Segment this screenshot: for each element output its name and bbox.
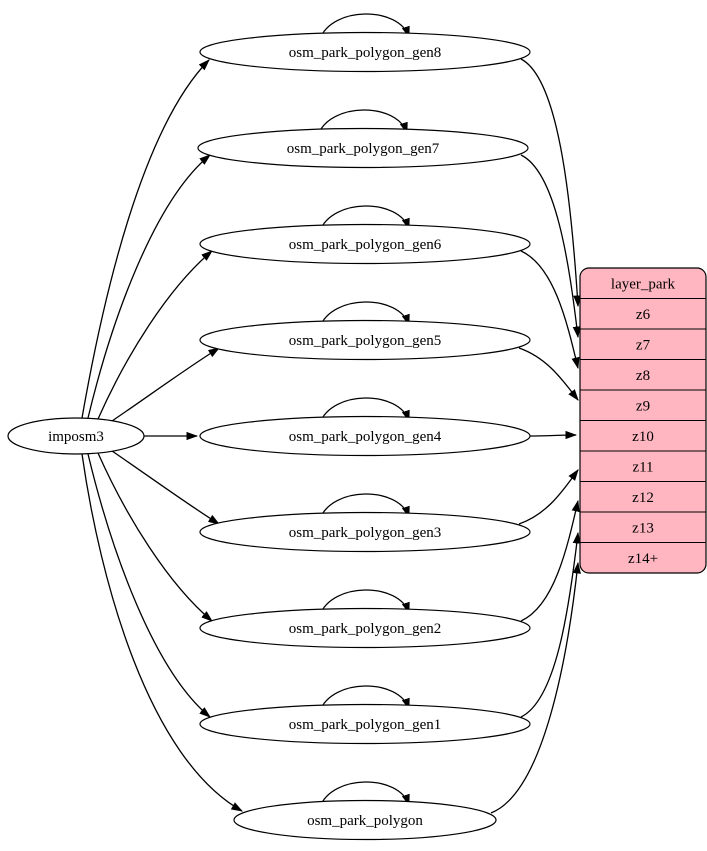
layer-table-layer_park: layer_park z6 z7 z8 z9 z10 z11 z12 z13 z14+	[579, 267, 707, 574]
edges-layer	[81, 13, 582, 814]
node-osm_park_polygon_gen7: osm_park_polygon_gen7	[197, 127, 529, 169]
node-label-osm_park_polygon_gen7: osm_park_polygon_gen7	[287, 141, 440, 157]
node-osm_park_polygon_gen1: osm_park_polygon_gen1	[199, 703, 531, 745]
node-label-osm_park_polygon: osm_park_polygon	[307, 813, 423, 829]
edge-osm_park_polygon_gen7-to-z7	[520, 154, 581, 339]
self-loop-osm_park_polygon_gen3	[319, 493, 410, 520]
node-label-osm_park_polygon_gen3: osm_park_polygon_gen3	[289, 525, 441, 541]
edge-imposm3-to-osm_park_polygon	[81, 453, 244, 812]
edge-osm_park_polygon_gen2-to-z12	[520, 499, 580, 622]
node-shape-osm_park_polygon_gen8	[199, 31, 531, 73]
node-osm_park_polygon: osm_park_polygon	[233, 799, 497, 841]
edge-imposm3-to-osm_park_polygon_gen1	[87, 453, 211, 718]
self-loop-osm_park_polygon_gen7	[317, 109, 408, 136]
edge-imposm3-to-osm_park_polygon_gen3	[111, 450, 220, 525]
layer-row-z9: z9	[636, 398, 650, 414]
edge-osm_park_polygon_gen6-to-z8	[520, 250, 580, 370]
self-loop-osm_park_polygon_gen8	[319, 13, 410, 40]
node-shape-osm_park_polygon_gen7	[197, 127, 529, 169]
node-osm_park_polygon_gen2: osm_park_polygon_gen2	[199, 607, 531, 649]
edge-osm_park_polygon_gen3-to-z11	[518, 469, 579, 525]
edge-imposm3-to-osm_park_polygon_gen5	[111, 347, 220, 422]
self-loop-osm_park_polygon_gen2	[319, 589, 410, 616]
edge-imposm3-to-osm_park_polygon_gen7	[87, 154, 211, 419]
self-loop-osm_park_polygon_gen6	[319, 205, 410, 232]
layer-row-z10: z10	[632, 429, 654, 445]
layer-row-z8: z8	[636, 368, 650, 384]
node-label-osm_park_polygon_gen2: osm_park_polygon_gen2	[289, 621, 441, 637]
node-label-osm_park_polygon_gen8: osm_park_polygon_gen8	[289, 45, 441, 61]
layer-row-z7: z7	[636, 337, 651, 353]
node-label-osm_park_polygon_gen6: osm_park_polygon_gen6	[289, 237, 442, 253]
self-loop-osm_park_polygon_gen1	[319, 685, 410, 712]
edge-osm_park_polygon_gen8-to-z6	[520, 58, 582, 308]
node-shape-osm_park_polygon_gen6	[199, 223, 531, 265]
node-label-osm_park_polygon_gen4: osm_park_polygon_gen4	[289, 429, 442, 445]
node-shape-imposm3	[7, 417, 145, 455]
edge-osm_park_polygon_gen4-to-z10	[529, 430, 578, 440]
edge-osm_park_polygon_gen5-to-z9	[518, 347, 579, 401]
layer-row-z12: z12	[632, 490, 654, 506]
node-shape-osm_park_polygon_gen4	[199, 415, 531, 457]
node-label-osm_park_polygon_gen5: osm_park_polygon_gen5	[289, 333, 441, 349]
edge-imposm3-to-osm_park_polygon_gen8	[81, 59, 210, 419]
node-shape-osm_park_polygon_gen2	[199, 607, 531, 649]
node-imposm3: imposm3	[7, 417, 145, 455]
node-shape-osm_park_polygon_gen5	[199, 319, 531, 361]
layer-table-title: layer_park	[611, 276, 676, 292]
layer-row-z14p: z14+	[628, 551, 658, 567]
node-osm_park_polygon_gen8: osm_park_polygon_gen8	[199, 31, 531, 73]
node-osm_park_polygon_gen6: osm_park_polygon_gen6	[199, 223, 531, 265]
layer-row-z11: z11	[632, 459, 653, 475]
self-loop-osm_park_polygon_gen5	[319, 301, 410, 328]
node-osm_park_polygon_gen3: osm_park_polygon_gen3	[199, 511, 531, 553]
nodes-layer: imposm3 osm_park_polygon_gen8 osm_park_pol…	[7, 31, 707, 841]
edge-osm_park_polygon-to-z14p	[490, 561, 581, 814]
self-loop-osm_park_polygon	[319, 781, 410, 808]
layer-row-z6: z6	[636, 307, 651, 323]
node-label-imposm3: imposm3	[48, 429, 104, 445]
node-label-osm_park_polygon_gen1: osm_park_polygon_gen1	[289, 717, 441, 733]
edge-imposm3-to-osm_park_polygon_gen6	[97, 250, 213, 420]
layer-row-z13: z13	[632, 520, 654, 536]
node-osm_park_polygon_gen4: osm_park_polygon_gen4	[199, 415, 531, 457]
node-osm_park_polygon_gen5: osm_park_polygon_gen5	[199, 319, 531, 361]
self-loop-osm_park_polygon_gen4	[319, 397, 410, 424]
node-shape-osm_park_polygon_gen1	[199, 703, 531, 745]
edge-osm_park_polygon_gen1-to-z13	[520, 531, 581, 718]
edge-imposm3-to-osm_park_polygon_gen2	[97, 452, 213, 622]
node-shape-osm_park_polygon_gen3	[199, 511, 531, 553]
node-shape-osm_park_polygon	[233, 799, 497, 841]
